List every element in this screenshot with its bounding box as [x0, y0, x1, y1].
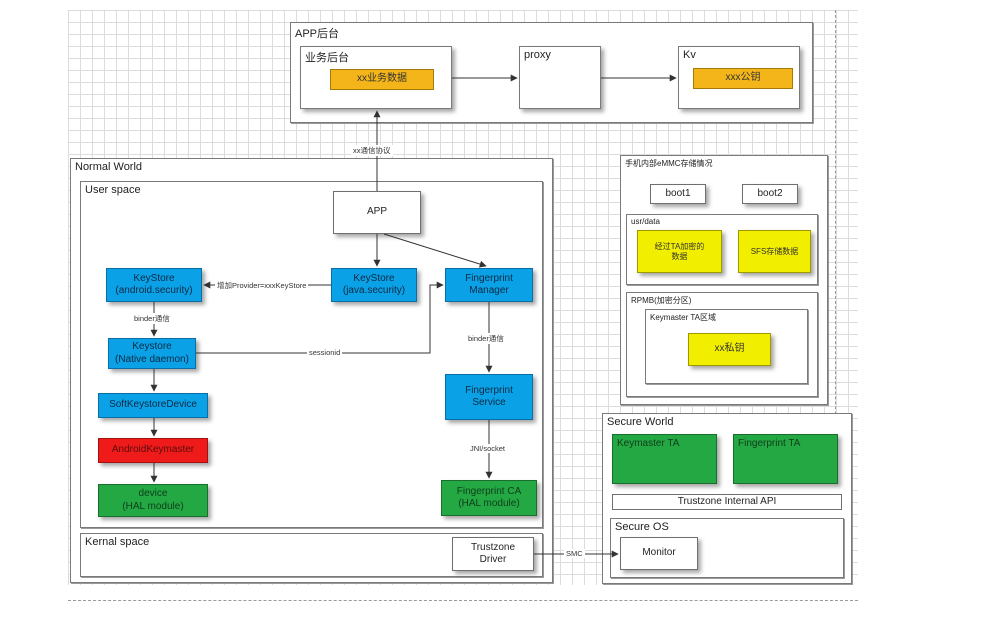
jni-edge-label: JNI/socket [468, 444, 508, 453]
sfs-data-node: SFS存储数据 [738, 230, 811, 273]
emmc-title: 手机内部eMMC存储情况 [625, 159, 713, 168]
android-keymaster-node: AndroidKeymaster [98, 438, 208, 463]
page-boundary-horizontal [68, 600, 858, 601]
fingerprint-service-node: Fingerprint Service [445, 374, 533, 420]
sessionid-edge-label: sessionid [307, 348, 343, 357]
device-hal-node: device (HAL module) [98, 484, 208, 517]
provider-edge-label: 增加Provider=xxxKeyStore [215, 280, 309, 291]
kernel-space-title: Kernal space [85, 536, 150, 548]
protocol-edge-label: xx通信协议 [351, 145, 393, 156]
keystore-android-node: KeyStore (android.security) [106, 268, 202, 302]
keymaster-ta-node: Keymaster TA [612, 434, 717, 484]
binder-edge-label-1: binder通信 [132, 313, 172, 324]
kv-title: Kv [683, 49, 696, 61]
smc-edge-label: SMC [564, 549, 585, 558]
ta-encrypted-data-node: 经过TA加密的 数据 [637, 230, 722, 273]
app-node: APP [333, 191, 421, 234]
keymaster-ta-area-container: Keymaster TA区域 [645, 309, 808, 384]
fingerprint-ca-node: Fingerprint CA (HAL module) [441, 480, 537, 516]
rpmb-title: RPMB(加密分区) [631, 296, 692, 305]
monitor-node: Monitor [620, 537, 698, 570]
keystore-java-node: KeyStore (java.security) [331, 268, 417, 302]
public-key-node: xxx公钥 [693, 68, 793, 89]
secure-os-container: Secure OS [610, 518, 844, 578]
fingerprint-ta-node: Fingerprint TA [733, 434, 838, 484]
business-data-node: xx业务数据 [330, 69, 434, 90]
user-space-title: User space [85, 184, 141, 196]
app-backend-title: APP后台 [295, 28, 340, 40]
proxy-box: proxy [519, 46, 601, 109]
page-boundary-vertical [835, 10, 836, 585]
normal-world-title: Normal World [75, 161, 143, 173]
private-key-node: xx私钥 [688, 333, 771, 366]
boot2-node: boot2 [742, 184, 798, 204]
proxy-title: proxy [524, 49, 551, 61]
keystore-native-node: Keystore (Native daemon) [108, 338, 196, 369]
boot1-node: boot1 [650, 184, 706, 204]
fingerprint-manager-node: Fingerprint Manager [445, 268, 533, 302]
usr-data-title: usr/data [631, 217, 660, 226]
business-backend-title: 业务后台 [305, 52, 349, 64]
secure-world-title: Secure World [607, 416, 674, 428]
secure-os-title: Secure OS [615, 521, 669, 533]
trustzone-internal-api-node: Trustzone Internal API [612, 494, 842, 510]
soft-keystore-device-node: SoftKeystoreDevice [98, 393, 208, 418]
trustzone-driver-node: Trustzone Driver [452, 537, 534, 571]
binder-edge-label-2: binder通信 [466, 333, 506, 344]
keymaster-ta-area-title: Keymaster TA区域 [650, 313, 716, 322]
